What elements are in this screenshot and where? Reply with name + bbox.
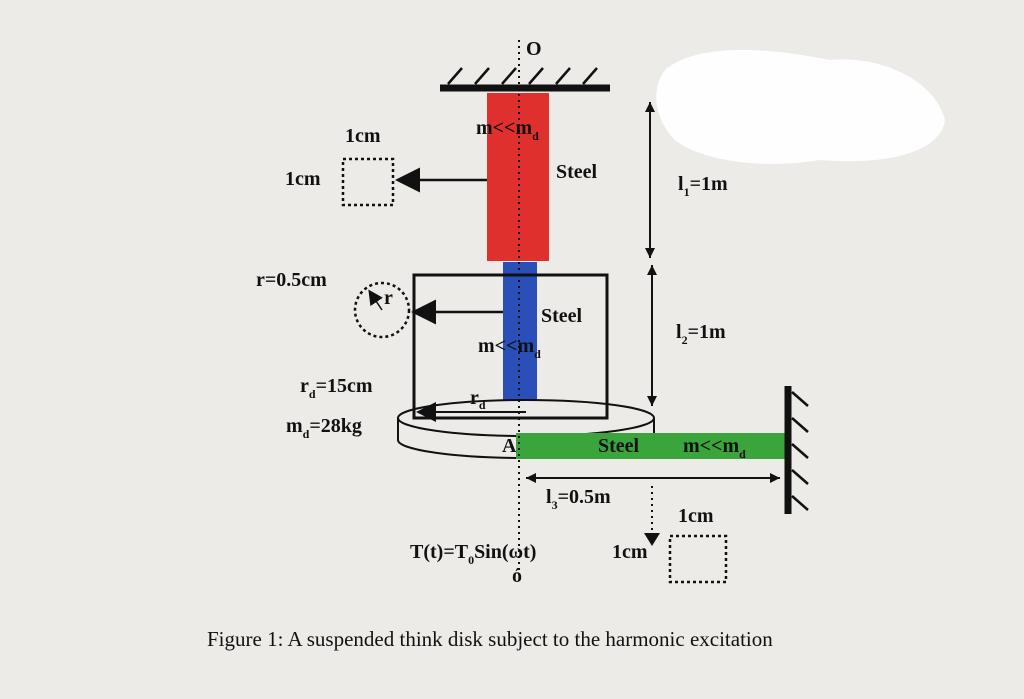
shaft-3-mass-label: m<<md — [683, 435, 746, 461]
wall-support — [784, 386, 809, 514]
cross-section-square-1 — [341, 157, 395, 207]
shaft-1-mass-label: m<<md — [476, 117, 539, 143]
shaft-1-material-label: Steel — [556, 161, 598, 183]
circle-radius-label: r=0.5cm — [256, 269, 327, 291]
bottom-marker: ó — [512, 565, 522, 587]
ceiling-support — [440, 67, 610, 92]
shaft-2-material-label: Steel — [541, 305, 583, 327]
l3-label: l3=0.5m — [546, 486, 611, 512]
torque-label: T(t)=T0Sin(ωt) — [410, 541, 536, 567]
figure-caption: Figure 1: A suspended think disk subject… — [207, 627, 773, 651]
disk-md-label: md=28kg — [286, 415, 362, 441]
cross-section-square-2 — [668, 534, 728, 584]
shaft-2-mass-label: m<<md — [478, 335, 541, 361]
highlight-box — [412, 273, 609, 420]
disk-radius-label: rd — [470, 387, 486, 412]
circle-inner-label: r — [384, 287, 393, 309]
origin-label: O — [526, 38, 542, 60]
point-a-label: A — [502, 435, 517, 457]
cross-section-circle — [353, 281, 411, 339]
disk-rd-label: rd=15cm — [300, 375, 373, 401]
circle-radius-arrow — [368, 289, 383, 311]
sq1-top-label: 1cm — [345, 125, 381, 147]
l2-label: l2=1m — [676, 321, 726, 347]
sq2-top-label: 1cm — [678, 505, 714, 527]
redaction-blob — [656, 50, 945, 164]
l1-label: l1=1m — [678, 173, 728, 199]
shaft-3-material-label: Steel — [598, 435, 640, 457]
shaft-3 — [516, 433, 786, 459]
sq1-left-label: 1cm — [285, 168, 321, 190]
sq2-left-label: 1cm — [612, 541, 648, 563]
